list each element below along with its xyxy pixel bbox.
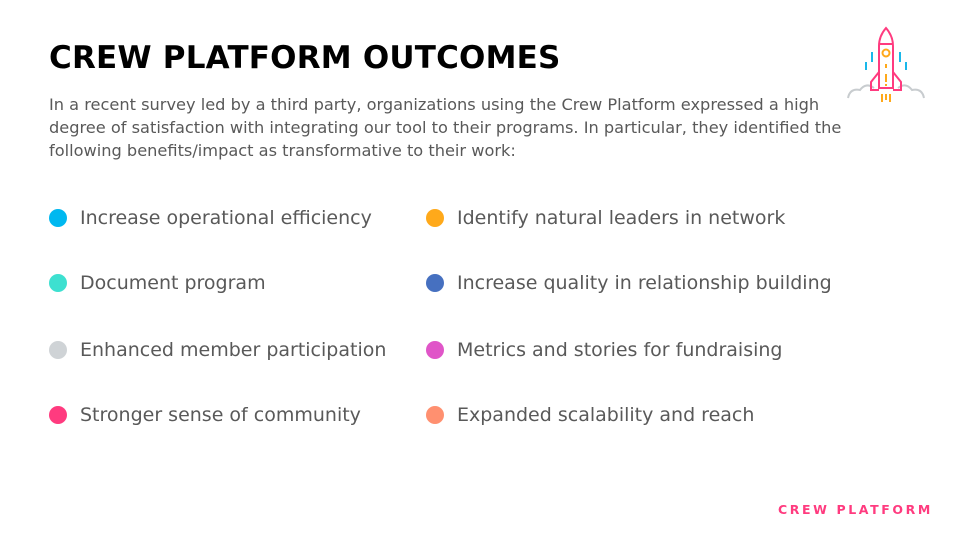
footer-brand: CREW PLATFORM bbox=[778, 502, 933, 517]
bullet-dot bbox=[426, 274, 444, 292]
benefit-label: Document program bbox=[80, 272, 266, 294]
benefit-item: Expanded scalability and reach bbox=[426, 404, 754, 426]
benefit-item: Document program bbox=[49, 272, 266, 294]
benefit-label: Metrics and stories for fundraising bbox=[457, 339, 783, 361]
page-title: CREW PLATFORM OUTCOMES bbox=[49, 40, 561, 76]
benefit-label: Expanded scalability and reach bbox=[457, 404, 755, 426]
benefit-item: Increase operational efficiency bbox=[49, 207, 372, 229]
bullet-dot bbox=[49, 274, 67, 292]
benefit-label: Increase quality in relationship buildin… bbox=[457, 272, 832, 294]
bullet-dot bbox=[426, 209, 444, 227]
bullet-dot bbox=[49, 341, 67, 359]
benefit-item: Stronger sense of community bbox=[49, 404, 361, 426]
intro-paragraph: In a recent survey led by a third party,… bbox=[49, 95, 842, 160]
rocket-icon bbox=[847, 26, 925, 102]
benefit-label: Enhanced member participation bbox=[80, 339, 387, 361]
benefit-item: Identify natural leaders in network bbox=[426, 207, 785, 229]
benefit-item: Enhanced member participation bbox=[49, 339, 386, 361]
benefit-label: Increase operational efficiency bbox=[80, 207, 372, 229]
benefit-item: Increase quality in relationship buildin… bbox=[426, 272, 832, 294]
benefit-label: Identify natural leaders in network bbox=[457, 207, 786, 229]
bullet-dot bbox=[49, 406, 67, 424]
bullet-dot bbox=[426, 406, 444, 424]
bullet-dot bbox=[426, 341, 444, 359]
benefit-item: Metrics and stories for fundraising bbox=[426, 339, 783, 361]
benefit-label: Stronger sense of community bbox=[80, 404, 361, 426]
bullet-dot bbox=[49, 209, 67, 227]
